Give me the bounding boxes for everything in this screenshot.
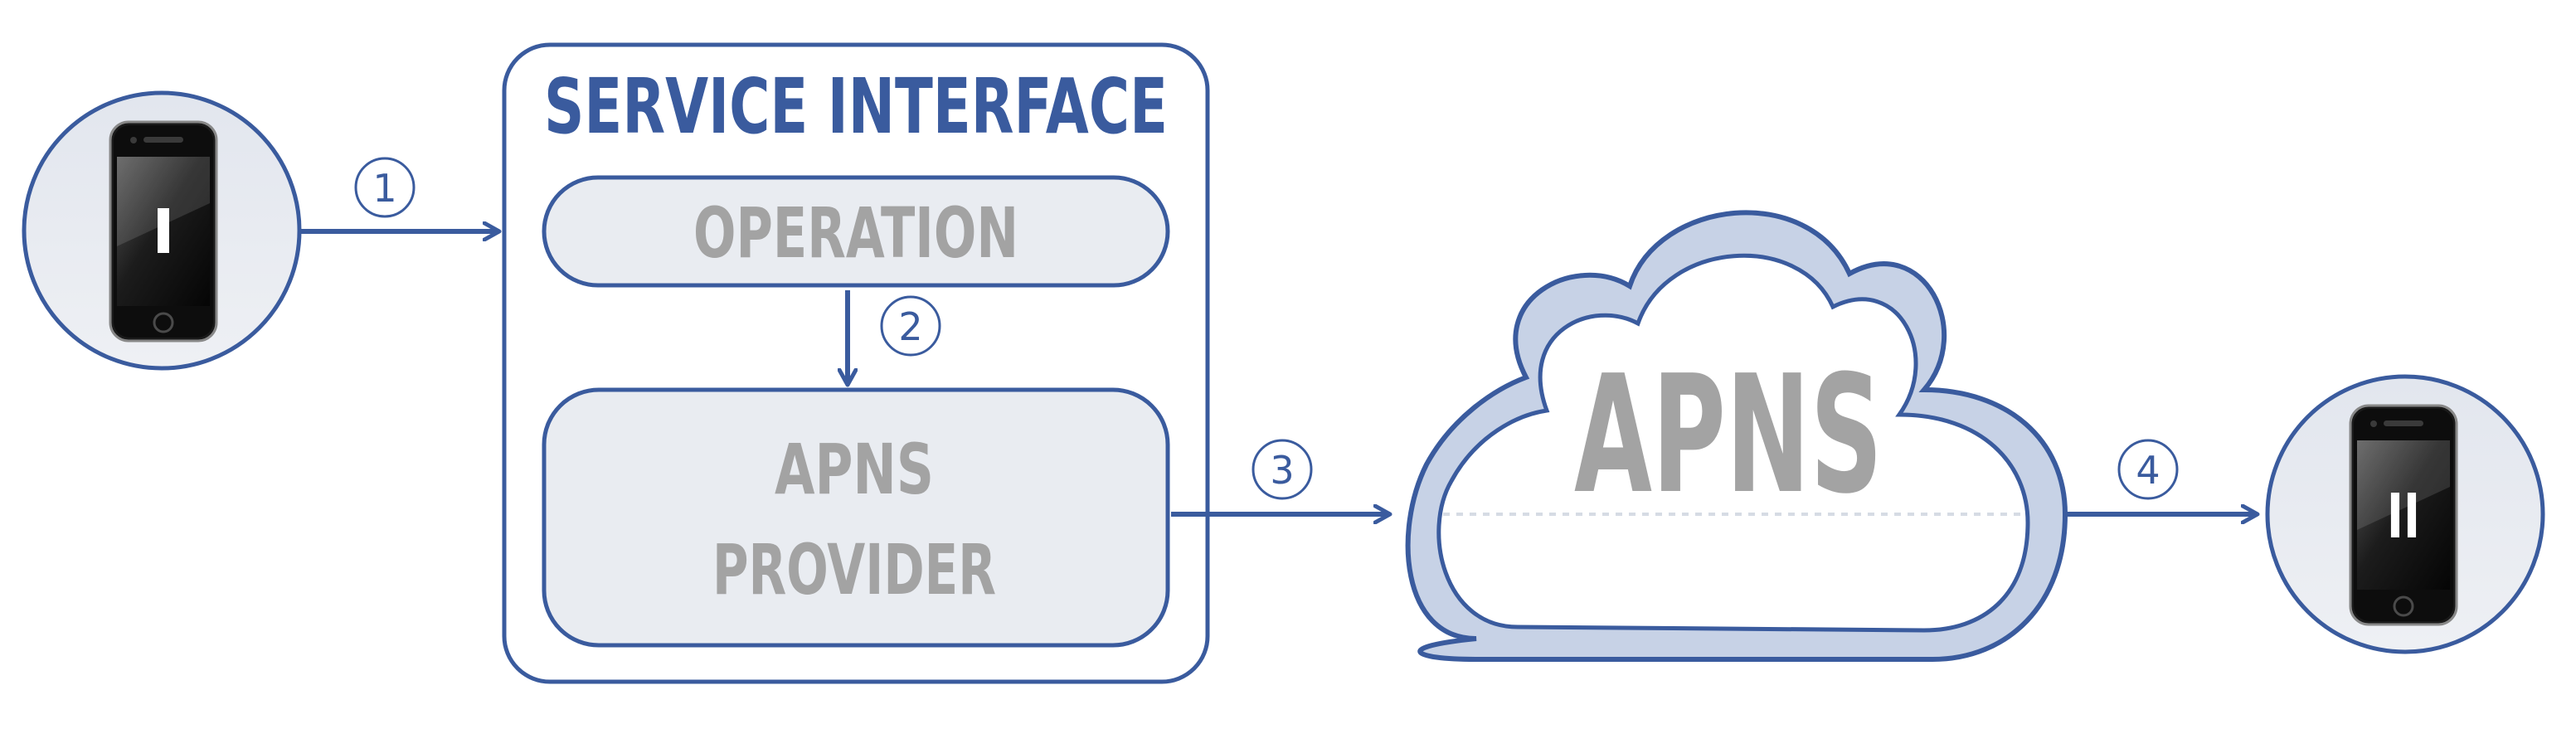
step-3-badge [1252,439,1313,500]
step-4-badge [2117,439,2179,500]
apns-cloud: APNS [1405,210,2068,662]
step-3-number: 3 [1270,448,1294,493]
step-4: 4 [2065,439,2258,514]
provider-label-line2: PROVIDER [712,529,996,610]
operation-label: OPERATION [693,192,1018,274]
left-device: I [22,90,302,371]
right-device-numeral: II [2387,481,2420,552]
step-1-number: 1 [372,166,396,211]
service-interface-title: SERVICE INTERFACE [544,62,1168,151]
service-interface: SERVICE INTERFACE OPERATION APNS PROVIDE… [502,42,1210,684]
step-2-number: 2 [898,304,922,349]
operation-box [542,175,1170,288]
left-device-numeral: I [152,197,175,268]
phone-icon [109,120,218,343]
phone-icon [2349,404,2458,626]
right-device: II [2265,374,2545,654]
step-4-number: 4 [2136,448,2160,493]
step-1-badge [354,157,416,218]
step-1: 1 [301,157,499,231]
step-2: 2 [848,290,941,385]
cloud-label: APNS [1574,341,1883,530]
provider-label-line1: APNS [775,429,934,510]
cloud-inner [1436,253,2030,633]
apns-provider-box [542,387,1170,648]
step-2-badge [880,295,941,357]
step-3: 3 [1171,439,1390,514]
